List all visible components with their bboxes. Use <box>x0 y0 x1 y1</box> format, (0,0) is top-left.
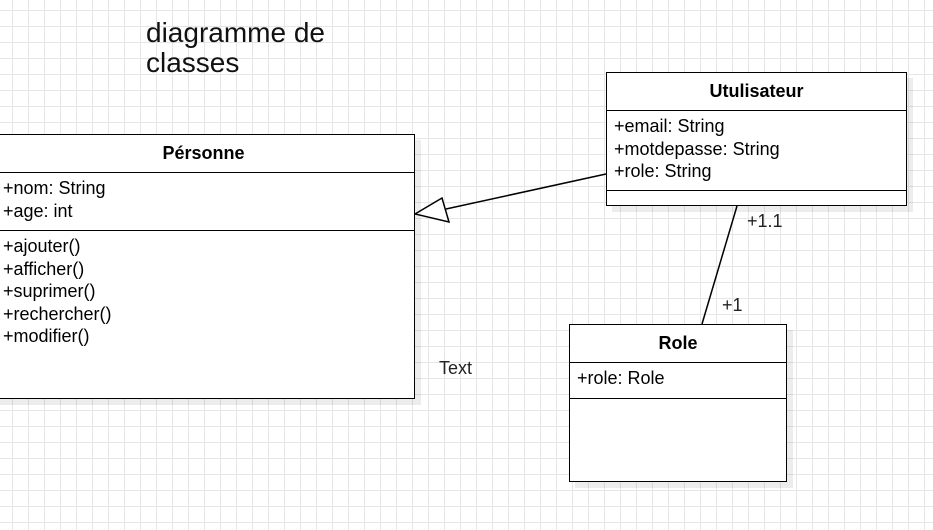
operation: +ajouter() <box>3 236 81 256</box>
class-name: Utulisateur <box>607 73 906 111</box>
generalization-line[interactable] <box>445 173 607 210</box>
operation: +rechercher() <box>3 303 112 324</box>
multiplicity-utilisateur-end: +1.1 <box>747 211 783 231</box>
class-role[interactable]: Role +role: Role <box>569 324 787 482</box>
class-name: Role <box>570 325 786 363</box>
free-text-label[interactable]: Text <box>439 358 473 378</box>
multiplicity-role-end: +1 <box>722 295 743 315</box>
operation: +suprimer() <box>3 281 96 301</box>
class-operations <box>570 398 786 403</box>
attribute: +email: String <box>614 116 725 136</box>
class-operations: +ajouter() +afficher() +suprimer() +rech… <box>0 230 414 348</box>
class-name: Pérsonne <box>0 135 414 173</box>
operation: +modifier() <box>3 326 90 346</box>
attribute: +age: int <box>3 200 73 221</box>
diagram-title: diagramme de classes <box>146 17 325 78</box>
attribute: +role: String <box>614 161 712 181</box>
class-attributes: +email: String +motdepasse: String +role… <box>607 111 906 190</box>
class-personne[interactable]: Pérsonne +nom: String +age: int +ajouter… <box>0 134 415 399</box>
attribute: +role: Role <box>577 368 665 388</box>
attribute: +nom: String <box>3 178 106 198</box>
class-attributes: +role: Role <box>570 363 786 398</box>
class-utilisateur[interactable]: Utulisateur +email: String +motdepasse: … <box>606 72 907 206</box>
association-line[interactable] <box>701 205 738 325</box>
operation: +afficher() <box>3 258 85 279</box>
generalization-arrowhead <box>413 196 451 224</box>
class-operations <box>607 190 906 195</box>
attribute: +motdepasse: String <box>614 138 780 159</box>
class-attributes: +nom: String +age: int <box>0 173 414 230</box>
